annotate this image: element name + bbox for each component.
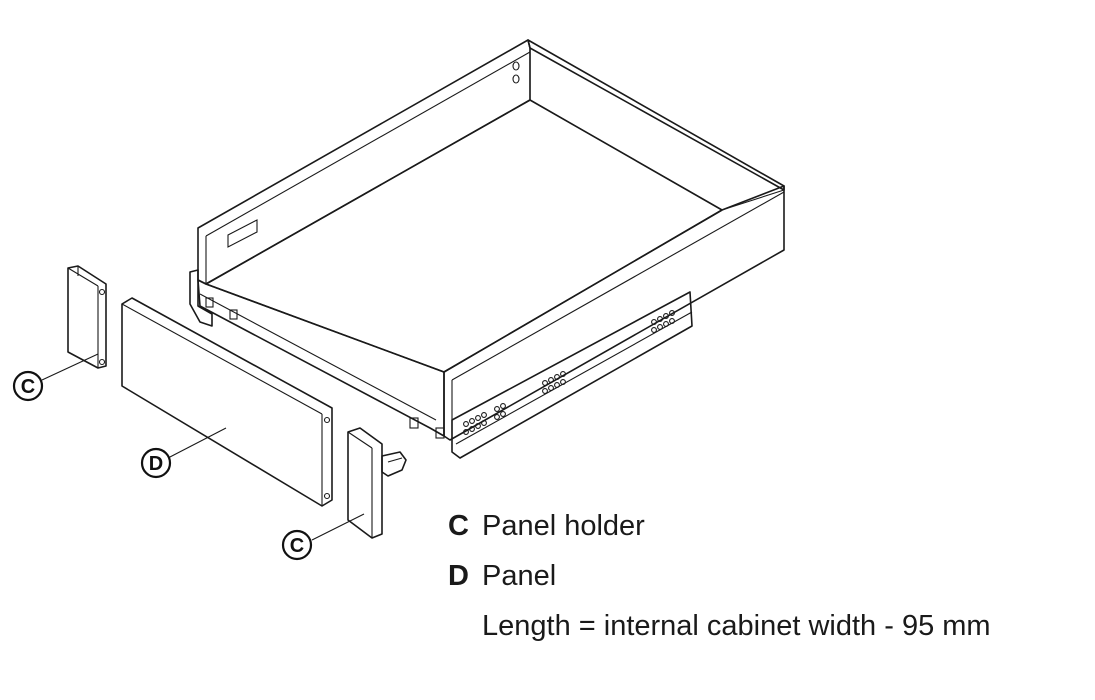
callout-d-letter: D [149,453,163,475]
drawer-runner [409,291,693,459]
leader-line-c-right [311,513,365,541]
panel-holder-right [347,427,407,539]
legend-text: Panel [482,560,557,592]
callout-d: D [140,447,172,479]
leader-line-c-left [41,353,99,381]
callout-c-left: C [12,370,44,402]
drawer-back-panel [527,39,785,191]
legend-item-d: D Panel [448,562,991,612]
drawer-bottom [205,99,723,373]
legend-subtext: Length = internal cabinet width - 95 mm [448,612,991,652]
legend: C Panel holder D Panel Length = internal… [448,512,991,652]
legend-letter: C [448,510,469,542]
drawer-right-side [443,185,785,441]
legend-length-note: Length = internal cabinet width - 95 mm [482,610,991,642]
panel-d [121,297,333,507]
callout-c-right-letter: C [290,535,304,557]
drawer-box [189,39,785,459]
left-front-bracket [189,269,213,327]
callout-c-left-letter: C [21,376,35,398]
legend-item-c: C Panel holder [448,512,991,562]
leader-line-d [167,427,227,459]
callout-c-right: C [281,529,313,561]
panel-holder-left [67,265,107,369]
legend-text: Panel holder [482,510,645,542]
legend-letter: D [448,560,469,592]
drawer-left-side [197,39,531,285]
